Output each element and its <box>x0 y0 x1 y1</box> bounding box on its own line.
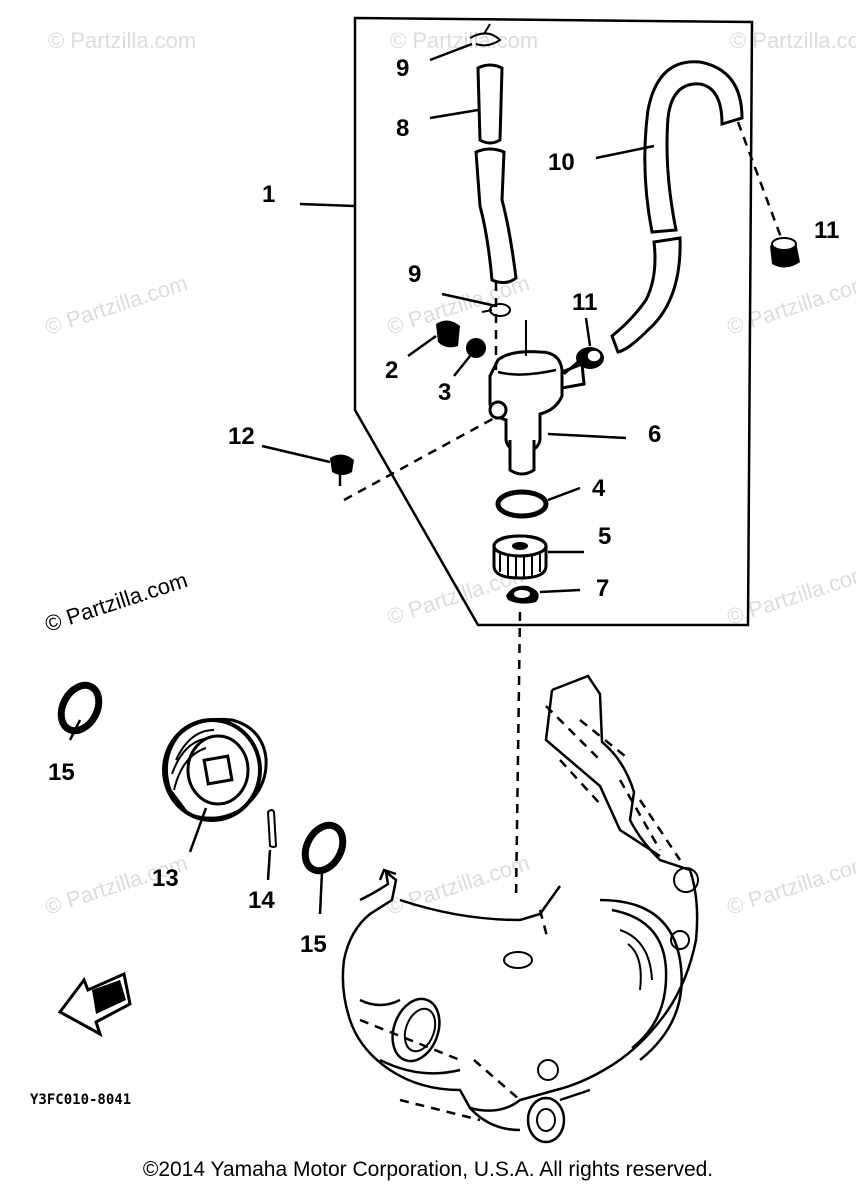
callout-4: 4 <box>592 475 606 502</box>
watermark: © Partzilla.com <box>724 560 856 630</box>
circlip-7 <box>506 585 539 604</box>
washer-3 <box>466 338 486 358</box>
watermark: © Partzilla.com <box>724 270 856 340</box>
diagram-code: Y3FC010-8041 <box>30 1092 131 1108</box>
o-ring-4 <box>495 489 549 519</box>
watermark: © Partzilla.com <box>390 28 538 53</box>
gear-5 <box>492 534 548 580</box>
callout-10: 10 <box>548 149 575 176</box>
bolt-2 <box>436 320 460 348</box>
callout-2: 2 <box>385 357 398 384</box>
leader-dashed <box>514 611 522 901</box>
watermark: © Partzilla.com <box>48 28 196 53</box>
callout-7: 7 <box>596 575 609 602</box>
hose-8 <box>474 63 518 285</box>
callout-8: 8 <box>396 115 409 142</box>
callout-9-lower: 9 <box>408 261 421 288</box>
watermark: © Partzilla.com <box>730 28 856 53</box>
watermark-layer: © Partzilla.com © Partzilla.com © Partzi… <box>42 28 856 920</box>
leader-lines <box>68 42 655 915</box>
callout-9-top: 9 <box>396 55 409 82</box>
watermark: © Partzilla.com <box>384 850 533 920</box>
pump-rotor-13 <box>162 717 268 822</box>
pin-14 <box>266 809 278 848</box>
cock-body-6 <box>488 320 586 476</box>
callout-labels: 1 2 3 4 5 6 7 8 9 9 10 11 11 12 13 14 15… <box>48 55 839 958</box>
crankcase-cover <box>341 674 699 1144</box>
callout-11-right: 11 <box>814 217 839 244</box>
copyright-notice: ©2014 Yamaha Motor Corporation, U.S.A. A… <box>142 1158 714 1181</box>
callout-6: 6 <box>648 421 661 448</box>
callout-14: 14 <box>248 887 275 914</box>
oil-seal-15-left <box>57 681 103 735</box>
oil-seal-15-right <box>301 821 347 875</box>
callout-11-small: 11 <box>572 289 597 316</box>
cap-11-right <box>770 237 800 268</box>
screw-12 <box>330 454 354 486</box>
callout-15-left: 15 <box>48 759 75 786</box>
callout-1: 1 <box>262 181 275 208</box>
hose-10 <box>610 60 744 354</box>
callout-13: 13 <box>152 865 179 892</box>
callout-12: 12 <box>228 423 255 450</box>
leader-dashed <box>343 414 499 502</box>
watermark: © Partzilla.com <box>724 850 856 920</box>
watermark-dark: © Partzilla.com <box>42 567 191 637</box>
clip-9-top <box>469 23 502 47</box>
callout-15-right: 15 <box>300 931 327 958</box>
assembly-frame <box>353 16 754 627</box>
callout-5: 5 <box>598 523 611 550</box>
leader-dashed <box>736 121 784 241</box>
callout-3: 3 <box>438 379 451 406</box>
watermark: © Partzilla.com <box>42 270 191 340</box>
clip-9-lower <box>481 303 511 317</box>
forward-arrow-icon <box>57 971 132 1038</box>
